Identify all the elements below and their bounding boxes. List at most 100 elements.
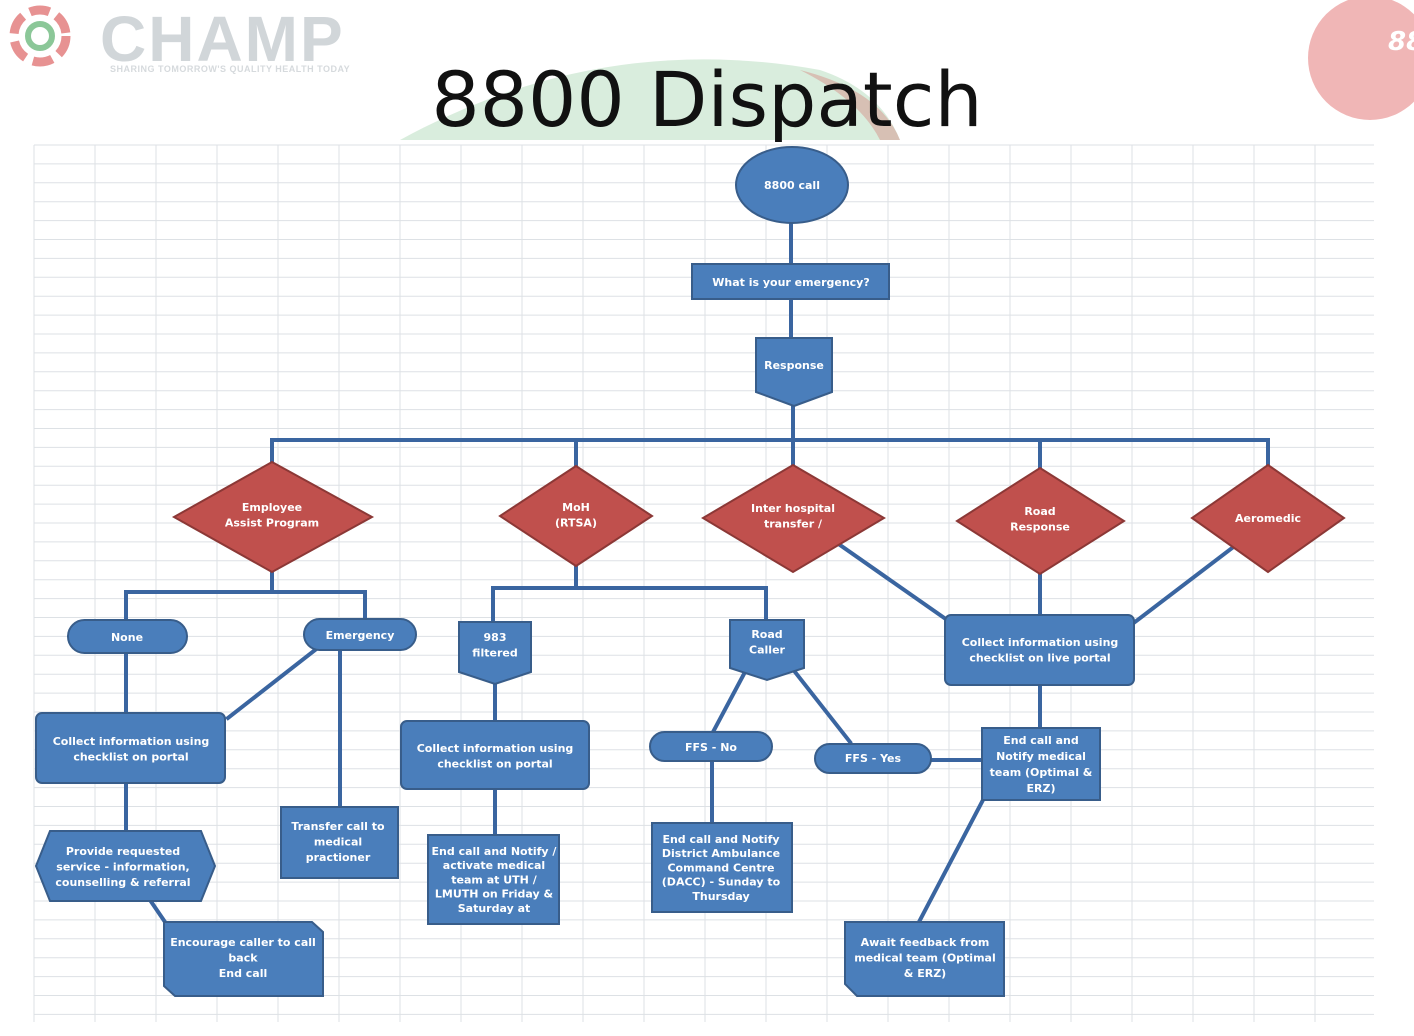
node-label-line: End call and Notify bbox=[662, 833, 779, 846]
node-road-caller bbox=[729, 619, 805, 682]
node-label-line: Employee bbox=[242, 501, 302, 514]
node-label-response: Response bbox=[764, 359, 824, 372]
node-label-line: Transfer call to bbox=[291, 820, 385, 833]
red-swoosh bbox=[800, 70, 900, 140]
node-end-call-dacc bbox=[651, 822, 793, 913]
node-encourage-caller bbox=[163, 921, 324, 997]
node-label-line: service - information, bbox=[56, 861, 189, 874]
node-label-inter: Inter hospital transfer / bbox=[751, 502, 835, 531]
node-label-provide: Provide requested service - information, c… bbox=[55, 845, 190, 889]
page-title: 8800 Dispatch bbox=[431, 55, 983, 144]
node-label-aero: Aeromedic bbox=[1235, 512, 1301, 525]
node-collect-portal-mid bbox=[400, 720, 590, 790]
node-label-line: LMUTH on Friday & bbox=[435, 888, 554, 901]
node-emergency bbox=[303, 618, 417, 651]
node-label-line: medical bbox=[314, 836, 362, 849]
node-label-line: Caller bbox=[749, 644, 785, 657]
node-transfer-call bbox=[280, 806, 399, 879]
node-label-line: Collect information using bbox=[962, 636, 1119, 649]
node-ffs-no bbox=[649, 731, 773, 762]
node-label-line: transfer / bbox=[764, 518, 823, 531]
node-label-ffs-yes: FFS - Yes bbox=[845, 752, 902, 765]
node-ffs-yes bbox=[814, 743, 932, 774]
node-label-line: 8800 call bbox=[764, 179, 820, 192]
node-label-line: (DACC) - Sunday to bbox=[662, 876, 781, 889]
node-label-line: practioner bbox=[306, 851, 371, 864]
node-label-await: Await feedback from medical team (Optimal… bbox=[854, 936, 995, 980]
node-label-line: (RTSA) bbox=[555, 517, 597, 530]
node-label-line: Encourage caller to call bbox=[170, 936, 316, 949]
node-label-line: filtered bbox=[472, 647, 517, 660]
node-label-line: checklist on portal bbox=[437, 758, 552, 771]
node-label-line: Thursday bbox=[692, 890, 749, 903]
node-label-line: Emergency bbox=[326, 629, 395, 642]
node-label-ask: What is your emergency? bbox=[712, 276, 869, 289]
node-label-line: team at UTH / bbox=[451, 873, 537, 886]
node-label-line: District Ambulance bbox=[662, 847, 780, 860]
champ-logo-text: CHAMP bbox=[100, 3, 345, 75]
node-label-line: checklist on live portal bbox=[969, 652, 1110, 665]
node-employee-assist-program bbox=[171, 460, 375, 574]
node-label-line: None bbox=[111, 631, 143, 644]
node-label-ffs-no: FFS - No bbox=[685, 741, 737, 754]
node-label-line: medical team (Optimal bbox=[854, 952, 995, 965]
node-label-line: End call and Notify / bbox=[432, 845, 558, 858]
node-label-line: FFS - No bbox=[685, 741, 737, 754]
node-label-none: None bbox=[111, 631, 143, 644]
connector-lines bbox=[124, 220, 1270, 925]
node-label-line: What is your emergency? bbox=[712, 276, 869, 289]
node-label-line: 983 bbox=[484, 631, 507, 644]
node-what-is-your-emergency bbox=[691, 263, 890, 300]
node-label-line: End call and bbox=[1003, 734, 1079, 747]
node-label-call: 8800 call bbox=[764, 179, 820, 192]
node-label-line: team (Optimal & bbox=[990, 766, 1093, 779]
node-label-line: Collect information using bbox=[53, 735, 210, 748]
node-label-line: Assist Program bbox=[225, 517, 319, 530]
node-collect-portal-left bbox=[35, 712, 226, 784]
node-label-transfer: Transfer call to medical practioner bbox=[291, 820, 385, 864]
hotline-badge-text: 8800 bbox=[1388, 27, 1414, 57]
node-label-line: Provide requested bbox=[66, 845, 180, 858]
node-label-line: MoH bbox=[562, 501, 590, 514]
node-label-line: back bbox=[228, 952, 258, 965]
node-none bbox=[67, 619, 188, 654]
node-label-line: counselling & referral bbox=[55, 876, 190, 889]
node-label-collect-left: Collect information using checklist on po… bbox=[53, 735, 210, 764]
node-label-line: Road bbox=[1024, 505, 1055, 518]
node-label-line: ERZ) bbox=[1027, 782, 1056, 795]
node-inter-hospital-transfer bbox=[701, 463, 886, 574]
node-983-filtered bbox=[458, 621, 532, 686]
champ-logo-mark bbox=[9, 5, 71, 67]
node-end-call-uth bbox=[427, 834, 560, 925]
node-label-line: activate medical bbox=[443, 859, 545, 872]
node-label-line: Command Centre bbox=[667, 861, 774, 874]
node-label-line: Saturday at bbox=[458, 902, 531, 915]
node-label-line: Road bbox=[751, 628, 782, 641]
node-notify-medical-team bbox=[981, 727, 1101, 801]
node-moh-rtsa bbox=[498, 464, 654, 568]
node-label-collect-live: Collect information using checklist on li… bbox=[962, 636, 1119, 665]
champ-logo-tagline: SHARING TOMORROW'S QUALITY HEALTH TODAY bbox=[110, 64, 351, 74]
node-label-line: checklist on portal bbox=[73, 751, 188, 764]
node-collect-live-portal bbox=[944, 614, 1135, 686]
node-label-emergency: Emergency bbox=[326, 629, 395, 642]
node-label-line: Inter hospital bbox=[751, 502, 835, 515]
node-label-line: Await feedback from bbox=[861, 936, 990, 949]
node-label-f983: 983 filtered bbox=[472, 631, 517, 660]
green-swoosh bbox=[400, 59, 900, 140]
node-await-feedback bbox=[844, 921, 1005, 997]
node-road-response bbox=[955, 466, 1126, 576]
node-response bbox=[755, 337, 833, 408]
node-label-line: & ERZ) bbox=[904, 967, 946, 980]
node-label-line: Response bbox=[1010, 521, 1070, 534]
node-provide-service bbox=[34, 830, 217, 902]
